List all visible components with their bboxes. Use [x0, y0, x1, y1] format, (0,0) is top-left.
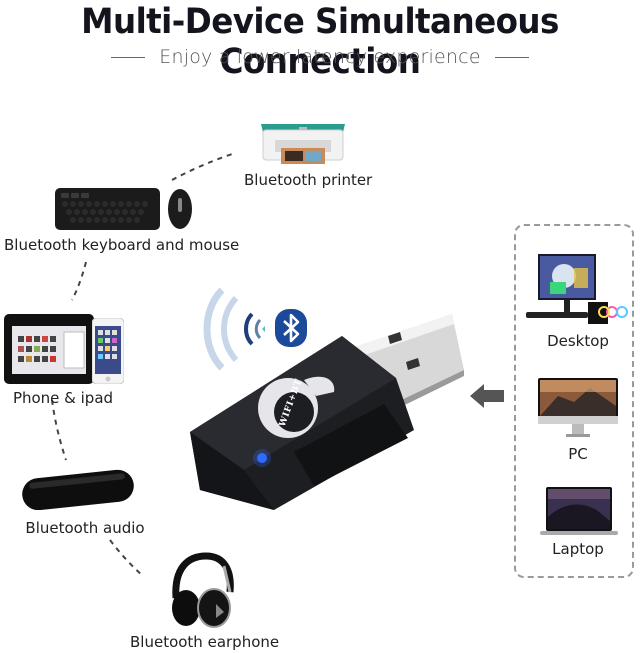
tablet-icon [4, 314, 94, 384]
label-phone-ipad: Phone & ipad [12, 389, 114, 407]
headphones-icon [166, 552, 240, 628]
computer-devices-panel [514, 224, 634, 578]
laptop-icon [540, 487, 618, 537]
subtitle-rule-left [111, 56, 146, 58]
printer-icon [255, 116, 351, 166]
label-bluetooth-audio: Bluetooth audio [25, 519, 145, 537]
label-desktop: Desktop [547, 332, 609, 350]
bluetooth-icon [274, 308, 308, 348]
subtitle-rule-right [494, 56, 529, 58]
subtitle-row: Enjoy a lower latency experience [0, 46, 640, 68]
desktop-pc-icon [524, 254, 630, 326]
speaker-icon [20, 468, 136, 511]
usb-adapter-image: WIFI+BT [184, 310, 468, 520]
wireless-signal-icon [196, 284, 266, 374]
mouse-icon [167, 188, 193, 230]
label-laptop: Laptop [552, 540, 604, 558]
label-printer: Bluetooth printer [244, 171, 373, 189]
imac-icon [538, 378, 618, 440]
label-pc: PC [568, 445, 588, 463]
label-bluetooth-earphone: Bluetooth earphone [130, 633, 280, 651]
keyboard-icon [55, 188, 160, 230]
phone-icon [91, 317, 125, 385]
page-title: Multi-Device Simultaneous Connection [81, 2, 559, 82]
subtitle: Enjoy a lower latency experience [159, 46, 481, 68]
label-keyboard-mouse: Bluetooth keyboard and mouse [4, 236, 240, 254]
arrow-left-icon [470, 384, 504, 408]
